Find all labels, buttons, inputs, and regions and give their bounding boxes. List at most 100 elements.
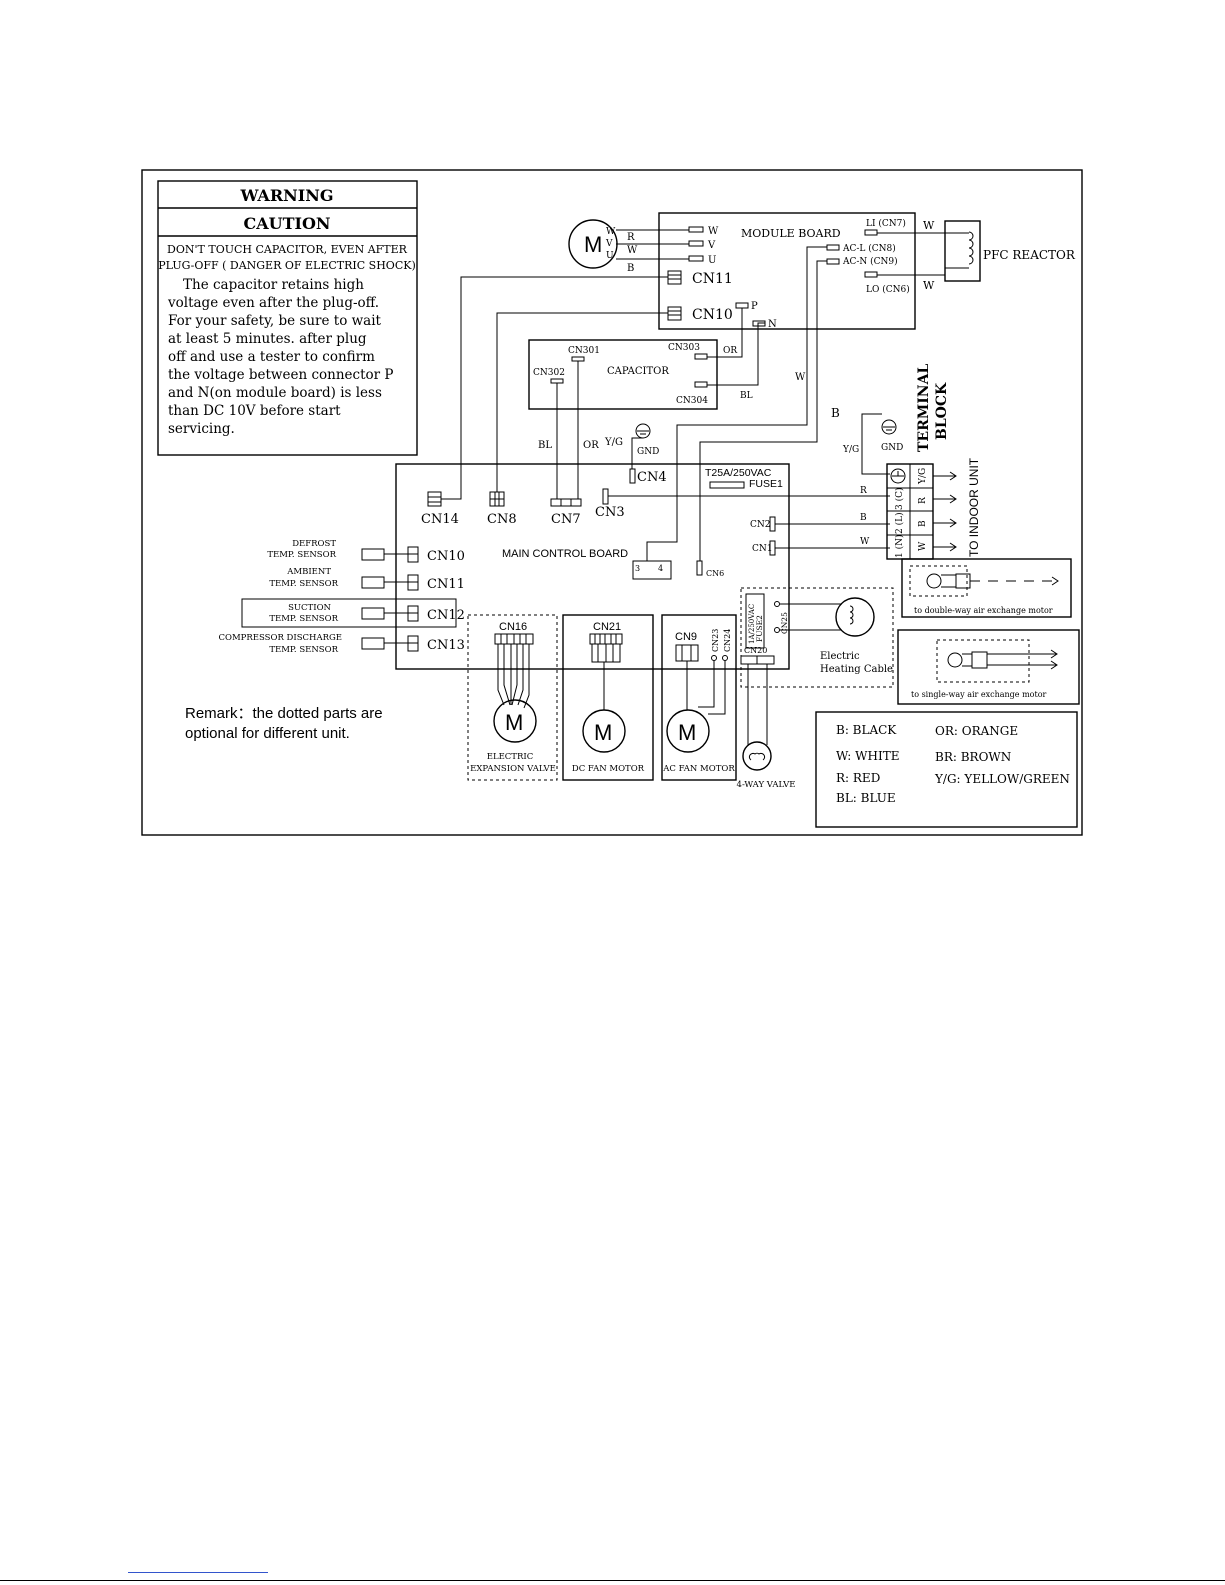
main-cn13-label: CN13 (427, 638, 465, 653)
module-lo-label: LO (CN6) (866, 284, 910, 295)
wire-yg-label-terminal: Y/G (842, 445, 859, 455)
main-cn6-label: CN6 (706, 569, 724, 578)
eev-cn16-label: CN16 (499, 621, 527, 633)
gnd-label-main: GND (637, 447, 659, 457)
main-cn4-label: CN4 (637, 470, 667, 485)
sensor-discharge-1: COMPRESSOR DISCHARGE (218, 633, 342, 643)
gnd-label-terminal: GND (881, 443, 903, 453)
wire-w-label: W (860, 537, 870, 547)
caution-title: CAUTION (243, 214, 330, 233)
pfc-reactor-label: PFC REACTOR (983, 248, 1076, 262)
cap-wire-or: OR (723, 346, 737, 356)
capacitor-label: CAPACITOR (607, 366, 669, 377)
module-cn11-label: CN11 (692, 271, 733, 287)
dc-fan-motor-letter: M (594, 720, 612, 745)
tb-row-4-color: W (918, 541, 928, 551)
fuse2-label: FUSE2 (755, 615, 764, 642)
compressor-motor: M W V U R W B (568, 219, 689, 274)
eev-label-2: EXPANSION VALVE (470, 764, 556, 774)
sensor-defrost-2: TEMP. SENSOR (267, 550, 336, 560)
wire-b-label: B (860, 513, 867, 523)
warning-body-3: For your safety, be sure to wait (168, 313, 382, 329)
main-cn7-label: CN7 (551, 512, 581, 527)
warning-box: WARNING CAUTION DON'T TOUCH CAPACITOR, E… (157, 180, 418, 456)
to-indoor-unit-label: TO INDOOR UNIT (967, 457, 981, 557)
legend-black: B: BLACK (836, 723, 897, 737)
electric-expansion-valve: CN16 M ELECTRIC EXPANSION VALVE (467, 614, 558, 781)
diagram-frame (141, 169, 1083, 836)
module-board-title: MODULE BOARD (741, 227, 841, 240)
dc-fan-cn21-label: CN21 (593, 621, 621, 633)
motor-tag-u: U (606, 251, 614, 261)
four-way-label: 4-WAY VALVE (737, 780, 796, 790)
warning-body-1: The capacitor retains high (183, 277, 364, 293)
warning-line-1: DON'T TOUCH CAPACITOR, EVEN AFTER (167, 243, 408, 256)
main-cn11-label: CN11 (427, 577, 465, 592)
main-cn1-label: CN1 (752, 544, 773, 554)
wire-or-label: OR (583, 440, 599, 451)
fuse1-rating: T25A/250VAC (705, 467, 772, 479)
warning-body-5: off and use a tester to confirm (168, 349, 375, 365)
ac-fan-motor-letter: M (678, 720, 696, 745)
main-cn12-label: CN12 (427, 608, 465, 623)
wire-r-label: R (860, 486, 867, 496)
tb-row-2-color: R (918, 497, 928, 504)
wire-color-r: R (627, 232, 635, 243)
compressor-motor-letter: M (584, 232, 602, 257)
pfc-wire-w-bottom: W (923, 279, 935, 292)
legend-white: W: WHITE (836, 749, 899, 763)
double-way-label: to double-way air exchange motor (914, 606, 1053, 615)
sensor-ambient-1: AMBIENT (286, 567, 331, 577)
eev-motor-letter: M (505, 710, 523, 735)
main-cn3-label: CN3 (595, 505, 625, 520)
tb-row-3-color: B (918, 520, 928, 527)
wire-bl-label: BL (538, 440, 552, 451)
module-cn10-label: CN10 (692, 307, 733, 323)
color-legend: B: BLACK W: WHITE R: RED BL: BLUE OR: OR… (815, 711, 1078, 828)
module-terminal-w: W (708, 226, 719, 237)
warning-body-9: servicing. (168, 421, 235, 437)
main-cn10-label: CN10 (427, 549, 465, 564)
terminal-block: TERMINAL BLOCK GND Y/G 3 (C) 2 (L) 1 (N)… (842, 364, 981, 560)
main-control-board: MAIN CONTROL BOARD CN14 CN8 CN7 CN3 CN4 … (395, 463, 790, 670)
warning-title: WARNING (239, 186, 333, 205)
cap-cn302-label: CN302 (533, 368, 565, 378)
fuse1-label: FUSE1 (749, 478, 783, 490)
fuse2-rating: 1A/250VAC (748, 604, 756, 644)
cap-cn301-label: CN301 (568, 346, 600, 356)
capacitor-board: CAPACITOR CN301 CN302 CN303 CN304 OR BL (528, 307, 765, 410)
remark-line-2: optional for different unit. (185, 725, 350, 742)
legend-orange: OR: ORANGE (935, 724, 1018, 738)
module-acl-label: AC-L (CN8) (842, 243, 896, 254)
wire-b-mid-label: B (831, 406, 840, 420)
module-terminal-v: V (707, 240, 716, 251)
four-way-cn20-label: CN20 (744, 646, 767, 655)
motor-tag-v: V (605, 239, 613, 249)
sensor-defrost-1: DEFROST (292, 539, 336, 549)
ac-fan-cn23-label: CN23 (711, 629, 720, 652)
wiring: BL OR GND Y/G W B R B W (441, 246, 890, 561)
motor-tag-w: W (606, 227, 616, 237)
module-p-label: P (751, 301, 758, 312)
four-way-valve: CN20 4-WAY VALVE (737, 646, 796, 790)
main-board-label: MAIN CONTROL BOARD (502, 548, 628, 560)
tb-row-1-color: Y/G (918, 468, 928, 485)
ac-fan-cn9-label: CN9 (675, 631, 697, 643)
legend-red: R: RED (836, 771, 880, 785)
dc-fan-label: DC FAN MOTOR (572, 764, 645, 774)
main-cn8-label: CN8 (487, 512, 517, 527)
relay-pin-4: 4 (658, 564, 663, 573)
legend-yellow-green: Y/G: YELLOW/GREEN (934, 772, 1070, 786)
sensor-suction-2: TEMP. SENSOR (269, 614, 338, 624)
main-cn14-label: CN14 (421, 512, 459, 527)
sensor-suction-1: SUCTION (288, 603, 331, 613)
module-acn-label: AC-N (CN9) (842, 256, 898, 267)
tb-row-2-num: 3 (C) (894, 488, 905, 511)
ac-fan-cn24-label: CN24 (723, 629, 732, 652)
single-way-label: to single-way air exchange motor (911, 690, 1047, 699)
module-li-label: LI (CN7) (866, 218, 906, 229)
ac-fan-motor: CN9 CN23 CN24 M AC FAN MOTOR (661, 614, 737, 781)
module-terminal-u: U (708, 255, 716, 266)
warning-body-2: voltage even after the plug-off. (167, 295, 379, 311)
